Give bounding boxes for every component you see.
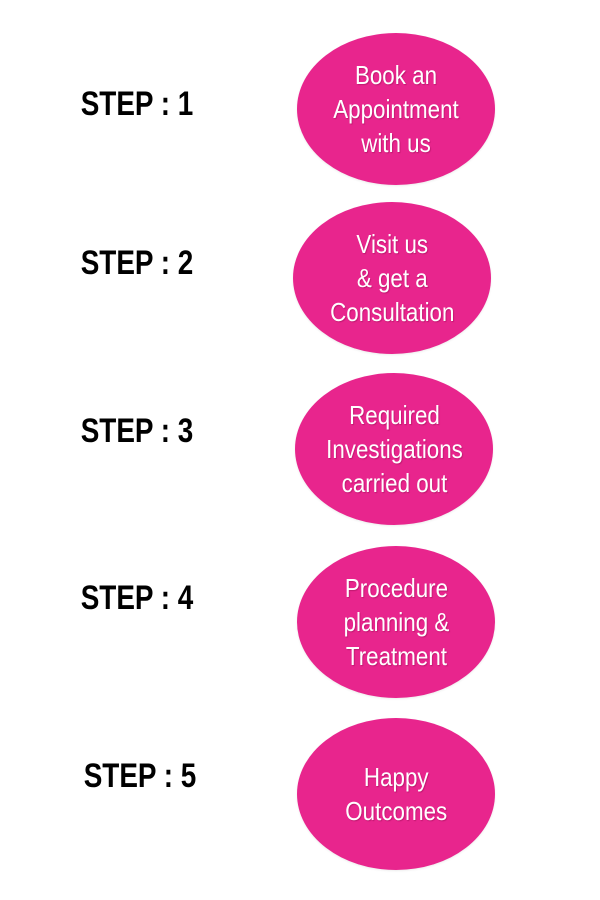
step-2-text: Visit us & get a Consultation (329, 229, 455, 327)
step-3-label: STEP : 3 (80, 412, 194, 450)
step-1-text: Book an Appointment with us (333, 60, 459, 158)
step-4-text: Procedure planning & Treatment (343, 573, 449, 671)
step-3-text: Required Investigations carried out (325, 400, 463, 498)
step-5-label: STEP : 5 (83, 757, 197, 795)
step-2-label: STEP : 2 (80, 244, 194, 282)
step-4-bubble: Procedure planning & Treatment (297, 546, 495, 698)
step-5-text: Happy Outcomes (345, 762, 447, 826)
step-3-bubble: Required Investigations carried out (295, 373, 493, 525)
step-2-bubble: Visit us & get a Consultation (293, 202, 491, 354)
step-5-bubble: Happy Outcomes (297, 718, 495, 870)
step-4-label: STEP : 4 (80, 579, 194, 617)
step-1-label: STEP : 1 (80, 85, 194, 123)
step-1-bubble: Book an Appointment with us (297, 33, 495, 185)
